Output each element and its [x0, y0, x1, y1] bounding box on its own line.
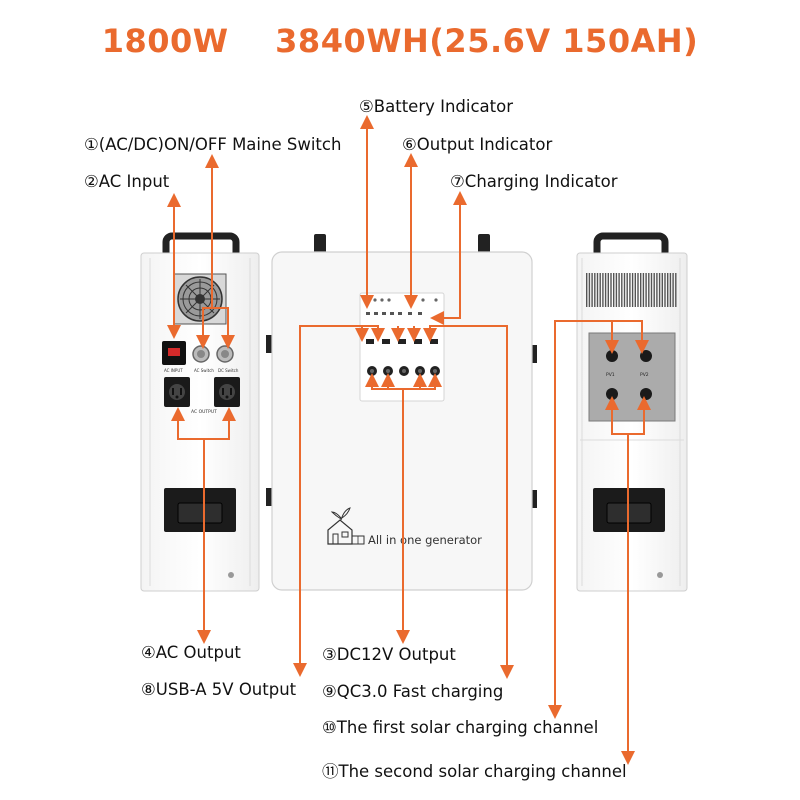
- vent-slat: [618, 273, 620, 307]
- vent-slat: [602, 273, 604, 307]
- left-carry-handle: [164, 488, 236, 532]
- vent-slat: [588, 273, 591, 307]
- vent-slat: [613, 273, 615, 307]
- vent-slat: [648, 273, 650, 307]
- vent-slat: [610, 273, 612, 307]
- callout-usb-a: [293, 325, 385, 677]
- brand-text: All in one generator: [368, 533, 482, 547]
- label-solar-channel-2: ⑪The second solar charging channel: [322, 762, 627, 781]
- front-bracket-left: [314, 234, 326, 254]
- vent-slat: [596, 273, 599, 307]
- callout-solar-channel-1: [548, 320, 649, 719]
- ac-input-label: AC INPUT: [164, 368, 183, 373]
- vent-slat: [642, 273, 645, 307]
- vent-slat: [658, 273, 661, 307]
- left-side-unit: AC INPUT AC Switch DC Switch AC OUTPUT: [140, 232, 260, 592]
- ac-output-label: AC OUTPUT: [191, 409, 217, 415]
- vent-slat: [672, 273, 674, 307]
- vent-slat: [664, 273, 666, 307]
- ac-input-socket: [162, 341, 186, 365]
- vent-slat: [604, 273, 607, 307]
- vent-slat: [615, 273, 618, 307]
- right-side-unit: PV1 PV2: [576, 232, 688, 592]
- vent-slat: [607, 273, 609, 307]
- pv2-label: PV2: [640, 372, 649, 378]
- dc-switch-label: DC Switch: [218, 368, 239, 373]
- label-output-indicator: ⑥Output Indicator: [402, 135, 553, 154]
- front-bracket-right: [478, 234, 490, 254]
- vent-slat: [645, 273, 647, 307]
- vent-slat: [594, 273, 596, 307]
- label-main-switch: ①(AC/DC)ON/OFF Maine Switch: [84, 135, 342, 154]
- vent-slat: [661, 273, 663, 307]
- vent-slat: [591, 273, 593, 307]
- vent-slat: [623, 273, 626, 307]
- page-title: 1800W 3840WH(25.6V 150AH): [101, 22, 699, 60]
- vent-slat: [656, 273, 658, 307]
- vent-slat: [634, 273, 636, 307]
- pv-input-panel: PV1 PV2: [588, 332, 676, 422]
- vent-grill: [586, 273, 677, 307]
- vent-slat: [586, 273, 588, 307]
- fan-vent: [173, 273, 227, 325]
- vent-slat: [653, 273, 655, 307]
- vent-slat: [650, 273, 653, 307]
- vent-slat: [667, 273, 669, 307]
- label-dc12v: ③DC12V Output: [322, 645, 456, 664]
- vent-slat: [637, 273, 639, 307]
- vent-slat: [675, 273, 677, 307]
- pv1-label: PV1: [606, 372, 615, 378]
- label-charging-indicator: ⑦Charging Indicator: [450, 172, 618, 191]
- label-qc30: ⑨QC3.0 Fast charging: [322, 682, 504, 701]
- callout-main-switch-branch: [212, 307, 235, 349]
- vent-slat: [599, 273, 601, 307]
- vent-slat: [631, 273, 634, 307]
- label-battery-indicator: ⑤Battery Indicator: [359, 97, 514, 116]
- vent-slat: [621, 273, 623, 307]
- ac-outlet-2: [214, 377, 240, 407]
- callout-qc30: [423, 325, 514, 679]
- vent-slat: [669, 273, 672, 307]
- vent-slat: [626, 273, 628, 307]
- ac-switch-label: AC Switch: [194, 368, 214, 373]
- vent-slat: [640, 273, 642, 307]
- label-ac-input: ②AC Input: [84, 172, 170, 191]
- label-ac-output: ④AC Output: [141, 643, 241, 662]
- callout-main-switch: [196, 154, 219, 349]
- label-usb-a: ⑧USB-A 5V Output: [141, 680, 297, 699]
- vent-slat: [629, 273, 631, 307]
- callout-charging-indicator: [430, 191, 467, 325]
- ac-outlet-1: [164, 377, 190, 407]
- label-solar-channel-1: ⑩The first solar charging channel: [322, 718, 599, 737]
- callout-lines: [167, 115, 651, 765]
- front-unit: All in one generator: [266, 234, 537, 591]
